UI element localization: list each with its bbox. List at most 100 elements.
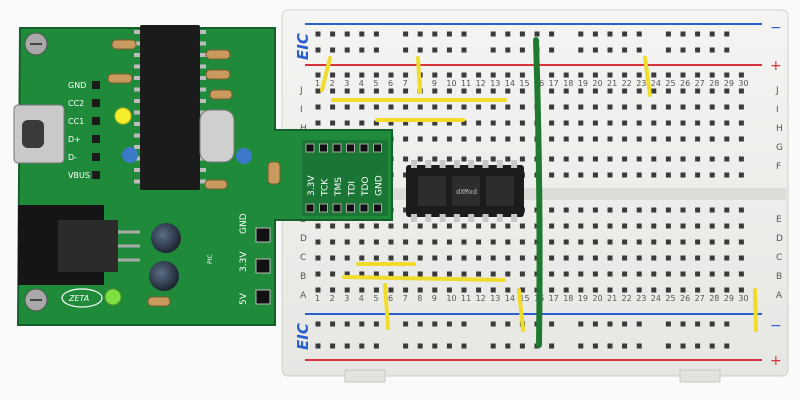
- breadboard-hole: [417, 136, 423, 142]
- usb-header-pin: [92, 135, 100, 143]
- column-number: 13: [490, 79, 500, 88]
- mcu-pin: [134, 168, 140, 172]
- breadboard-hole: [403, 72, 409, 78]
- rail-hole: [607, 31, 613, 37]
- breadboard-hole: [680, 72, 686, 78]
- breadboard-hole: [519, 287, 525, 293]
- mcu-pin: [200, 53, 206, 57]
- resistors: [107, 39, 281, 307]
- column-number: 26: [680, 294, 690, 303]
- crystal-oscillator: [199, 109, 235, 163]
- row-letter: B: [300, 272, 306, 282]
- breadboard-hole: [665, 255, 671, 261]
- jtag-label: TCK: [321, 178, 331, 197]
- breadboard-hole: [724, 104, 730, 110]
- breadboard-hole: [417, 223, 423, 229]
- breadboard-hole: [738, 172, 744, 178]
- breadboard-hole: [607, 271, 613, 277]
- rail-hole: [373, 321, 379, 327]
- breadboard-hole: [373, 287, 379, 293]
- row-letter: G: [776, 143, 783, 153]
- breadboard-hole: [665, 72, 671, 78]
- breadboard-hole: [446, 88, 452, 94]
- breadboard-hole: [490, 239, 496, 245]
- breadboard-hole: [505, 223, 511, 229]
- breadboard-hole: [403, 255, 409, 261]
- breadboard-hole: [417, 287, 423, 293]
- jtag-pin: [332, 203, 342, 213]
- rail-hole: [578, 47, 584, 53]
- rail-hole: [461, 321, 467, 327]
- row-letter: D: [776, 234, 783, 244]
- resistor: [111, 39, 137, 50]
- rail-plus-bottom: +: [770, 353, 782, 369]
- breadboard-hole: [432, 88, 438, 94]
- column-number: 1: [315, 79, 320, 88]
- breadboard-hole: [403, 287, 409, 293]
- yellow-jumper-wire: [643, 56, 652, 97]
- breadboard-hole: [505, 255, 511, 261]
- breadboard-hole: [490, 156, 496, 162]
- breadboard-hole: [695, 156, 701, 162]
- breadboard-hole: [549, 136, 555, 142]
- breadboard-hole: [330, 120, 336, 126]
- rail-hole: [534, 31, 540, 37]
- breadboard-hole: [680, 104, 686, 110]
- column-number: 18: [563, 294, 573, 303]
- breadboard-hole: [665, 88, 671, 94]
- breadboard-hole: [622, 207, 628, 213]
- breadboard-hole: [709, 88, 715, 94]
- breadboard-hole: [330, 223, 336, 229]
- breadboard-hole: [578, 88, 584, 94]
- rail-hole: [592, 31, 598, 37]
- breadboard-hole: [709, 223, 715, 229]
- breadboard-hole: [388, 72, 394, 78]
- breadboard-hole: [432, 255, 438, 261]
- mcu-pin: [134, 76, 140, 80]
- breadboard-hole: [403, 172, 409, 178]
- rail-hole: [724, 31, 730, 37]
- module-pin: [496, 160, 503, 168]
- breadboard-hole: [446, 120, 452, 126]
- breadboard-hole: [446, 104, 452, 110]
- breadboard-hole: [563, 255, 569, 261]
- jtag-pin: [305, 203, 315, 213]
- breadboard-hole: [592, 287, 598, 293]
- breadboard-hole: [607, 136, 613, 142]
- breadboard-hole: [344, 271, 350, 277]
- breadboard-hole: [724, 271, 730, 277]
- yellow-led: [114, 107, 132, 125]
- jtag-pin: [319, 143, 328, 153]
- breadboard-hole: [359, 104, 365, 110]
- jtag-pin: [305, 143, 315, 153]
- breadboard-hole: [490, 88, 496, 94]
- breadboard-hole: [563, 104, 569, 110]
- breadboard-hole: [359, 255, 365, 261]
- breadboard-hole: [563, 136, 569, 142]
- breadboard-hole: [563, 120, 569, 126]
- breadboard-hole: [592, 239, 598, 245]
- mcu-pin: [200, 179, 206, 184]
- yellow-jumper-wire: [416, 56, 422, 94]
- breadboard-hole: [373, 223, 379, 229]
- rail-hole: [490, 321, 496, 327]
- breadboard-hole: [651, 72, 657, 78]
- module-pin: [411, 214, 417, 222]
- breadboard-hole: [578, 72, 584, 78]
- breadboard-foot: [344, 369, 386, 383]
- column-number: 10: [446, 294, 456, 303]
- usb-pin-label: VBUS: [68, 171, 90, 180]
- breadboard-hole: [651, 255, 657, 261]
- breadboard-hole: [680, 207, 686, 213]
- resistor: [267, 161, 281, 185]
- rail-hole: [665, 321, 671, 327]
- breadboard-hole: [709, 72, 715, 78]
- breadboard-hole: [724, 287, 730, 293]
- breadboard-hole: [519, 120, 525, 126]
- yellow-jumper-wire: [342, 275, 506, 282]
- breadboard-hole: [724, 88, 730, 94]
- breadboard-hole: [519, 271, 525, 277]
- rail-hole: [403, 343, 409, 349]
